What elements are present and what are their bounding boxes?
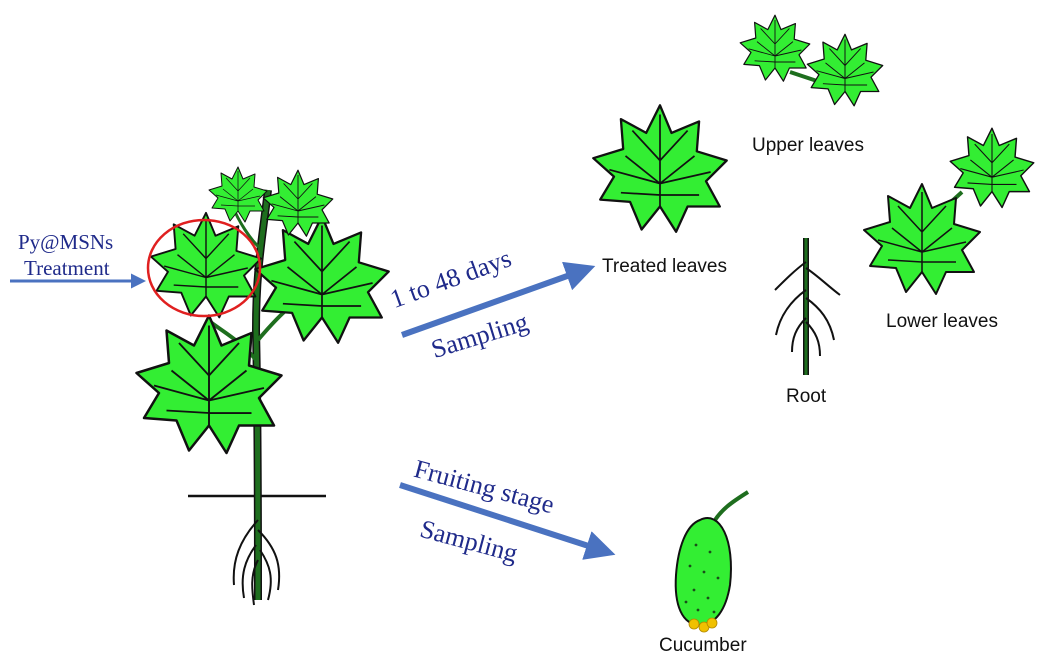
upper-leaves-label: Upper leaves <box>752 136 864 155</box>
cucumber-label: Cucumber <box>659 636 747 655</box>
treatment-label-line1: Py@MSNs <box>18 232 113 253</box>
lower-leaves-label: Lower leaves <box>886 312 998 331</box>
cucumber-icon <box>676 492 748 632</box>
treated-leaves-icon <box>593 105 726 232</box>
root-label: Root <box>786 387 826 406</box>
lower-leaves-icon <box>864 128 1034 294</box>
root-icon <box>775 238 840 375</box>
main-plant <box>137 167 389 605</box>
treatment-label-line2: Treatment <box>24 258 110 279</box>
treated-leaves-label: Treated leaves <box>602 257 727 276</box>
leaf-icon <box>209 167 267 222</box>
upper-leaves-icon <box>740 15 883 106</box>
leaf-icon <box>255 216 388 342</box>
